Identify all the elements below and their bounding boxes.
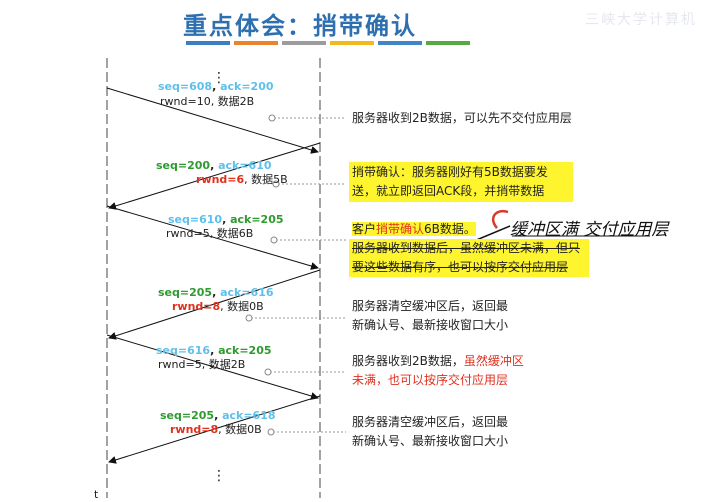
ack-value: ack=205 [218,344,272,357]
note-3-prefix: 客户 [352,222,377,236]
note-4: 服务器清空缓冲区后，返回最 新确认号、最新接收窗口大小 [352,297,508,335]
note-6: 服务器清空缓冲区后，返回最 新确认号、最新接收窗口大小 [352,413,508,451]
leader-dot-3 [270,236,278,244]
segment-2-line1: seq=200, ack=610 [156,159,272,172]
note-5-red: 虽然缓冲区 [463,354,524,368]
dots-top-right: ⋮ [212,70,226,86]
data-size: 数据0B [225,423,262,436]
leader-dot-2 [272,180,280,188]
seq-value: seq=610 [168,213,223,226]
segment-6-line1: seq=205, ack=618 [160,409,276,422]
segment-1-line1: seq=608, ack=200 [158,80,274,93]
note-5-prefix: 服务器收到2B数据， [352,354,464,368]
note-6-line2: 新确认号、最新接收窗口大小 [352,434,509,448]
page-title: 重点体会：捎带确认 [183,12,417,40]
note-3-line1: 客户捎带确认6B数据。 [349,220,589,239]
dots-bottom: ⋮ [212,468,226,484]
data-size: 数据5B [251,173,288,186]
segment-3-line2: rwnd=5, 数据6B [166,227,254,240]
segment-1-line2: rwnd=10, 数据2B [160,95,255,108]
leader-dot-4 [245,314,253,322]
segment-2-line2: rwnd=6, 数据5B [196,173,288,186]
rwnd-value: rwnd=5 [166,227,210,240]
title-underline-2 [234,41,278,45]
seq-value: seq=616 [156,344,211,357]
ack-value: ack=205 [230,213,284,226]
leader-dot-6 [267,428,275,436]
rwnd-value: rwnd=8 [170,423,219,436]
segment-5-line2: rwnd=5, 数据2B [158,358,246,371]
ack-value: ack=200 [220,80,274,93]
leader-dot-1 [268,114,276,122]
title-underline-4 [330,41,374,45]
ack-value: ack=618 [222,409,276,422]
note-2-line1: 捎带确认：服务器刚好有5B数据要发 [352,165,548,179]
note-3-line2: 服务器收到数据后，虽然缓冲区未满，但只 [349,239,589,258]
leader-dot-5 [264,368,272,376]
segment-4-line2: rwnd=8, 数据0B [172,300,264,313]
title-underline-1 [186,41,230,45]
segment-5-line1: seq=616, ack=205 [156,344,272,357]
rwnd-value: rwnd=6 [196,173,245,186]
handwritten-note: 缓冲区满 交付应用层 [510,220,669,240]
ack-value: ack=610 [218,159,272,172]
data-size: 数据2B [217,95,255,108]
segment-4-line1: seq=205, ack=616 [158,286,274,299]
segment-arrow-1 [106,87,319,154]
data-size: 数据0B [227,300,264,313]
note-6-line1: 服务器清空缓冲区后，返回最 [352,415,509,429]
note-4-line2: 新确认号、最新接收窗口大小 [352,318,509,332]
note-3-line3: 要这些数据有序，也可以按序交付应用层 [349,258,589,277]
data-size: 数据6B [216,227,254,240]
note-5-line2: 未满，也可以按序交付应用层 [352,373,509,387]
seq-value: seq=200 [156,159,211,172]
segment-3-line1: seq=610, ack=205 [168,213,284,226]
rwnd-value: rwnd=8 [172,300,221,313]
segment-6-line2: rwnd=8, 数据0B [170,423,262,436]
seq-value: seq=205 [160,409,215,422]
seq-value: seq=205 [158,286,213,299]
watermark: 三峡大学计算机 [585,12,697,28]
ack-value: ack=616 [220,286,274,299]
handwritten-circle [491,209,509,229]
time-label-t: t [94,488,99,501]
note-1-text: 服务器收到2B数据，可以先不交付应用层 [352,111,572,125]
rwnd-value: rwnd=5 [158,358,202,371]
note-3-piggyback: 捎带确认 [376,222,425,236]
data-size: 数据2B [208,358,246,371]
segment-arrow-3 [106,205,319,270]
note-3-suffix: 6B数据。 [424,222,476,236]
segment-arrow-2 [108,142,321,210]
title-underline-3 [282,41,326,45]
title-underline-5 [378,41,422,45]
rwnd-value: rwnd=10 [160,95,211,108]
segment-arrow-4 [108,269,321,340]
segment-arrow-5 [106,334,319,400]
note-1: 服务器收到2B数据，可以先不交付应用层 [352,109,572,128]
title-underline-6 [426,41,470,45]
seq-value: seq=608 [158,80,213,93]
segment-arrow-6 [108,395,321,464]
note-3: 客户捎带确认6B数据。 服务器收到数据后，虽然缓冲区未满，但只 要这些数据有序，… [349,220,589,277]
note-5-line1: 服务器收到2B数据，虽然缓冲区 [352,352,524,371]
note-2-line2: 送，就立即返回ACK段，并捎带数据 [352,184,545,198]
note-2-piggyback: 捎带确认：服务器刚好有5B数据要发 送，就立即返回ACK段，并捎带数据 [349,162,573,202]
note-5: 服务器收到2B数据，虽然缓冲区 未满，也可以按序交付应用层 [352,352,524,390]
note-4-line1: 服务器清空缓冲区后，返回最 [352,299,509,313]
